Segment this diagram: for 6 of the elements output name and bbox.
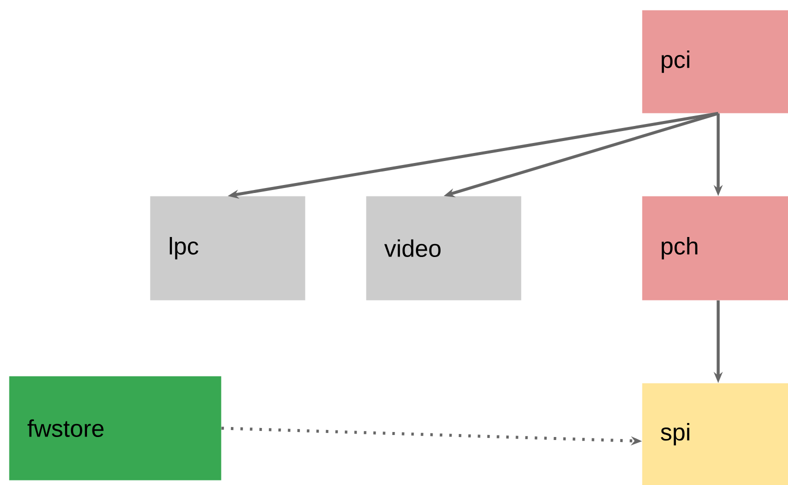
process-box: spi [642, 383, 788, 485]
process-box: lpc [150, 196, 306, 300]
process-box: pch [642, 196, 788, 300]
process-box: video [366, 196, 522, 300]
process-box: fwstore [9, 376, 222, 480]
process-box: pci [642, 10, 788, 114]
